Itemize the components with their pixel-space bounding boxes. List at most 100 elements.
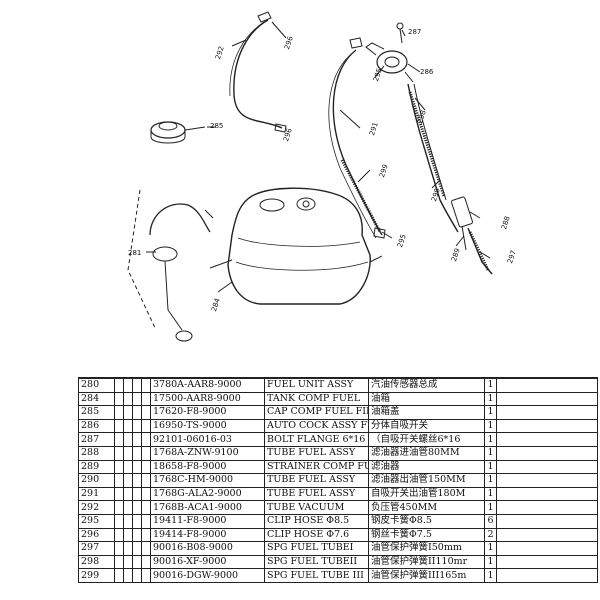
part-number-cell: 90016-DGW-9000 <box>150 568 265 583</box>
protection-spring-299 <box>340 159 382 233</box>
blank-cell <box>123 568 133 583</box>
quantity-cell: 1 <box>484 473 497 488</box>
blank-cell <box>114 500 124 515</box>
blank-cell <box>114 554 124 570</box>
blank-cell <box>141 541 151 556</box>
blank-cell <box>123 405 133 420</box>
blank-cell <box>141 405 151 420</box>
chinese-name-cell: （自吸开关螺丝6*16 <box>368 432 485 447</box>
english-name-cell: TUBE FUEL ASSY <box>264 473 369 488</box>
callout-281: 281 <box>128 249 142 257</box>
part-number-cell: 90016-XF-9000 <box>150 554 265 570</box>
blank-cell <box>141 554 151 570</box>
blank-cell <box>132 568 142 583</box>
part-number-cell: 16950-TS-9000 <box>150 418 265 434</box>
ref-number-cell: 289 <box>78 459 115 475</box>
blank-cell <box>141 418 151 434</box>
quantity-cell: 2 <box>484 527 497 543</box>
blank-cell <box>496 391 598 407</box>
callout-287: 287 <box>408 28 422 36</box>
blank-cell <box>496 459 598 475</box>
chinese-name-cell: 滤油器 <box>368 459 485 475</box>
flange-bolt-287 <box>396 22 404 30</box>
english-name-cell: STRAINER COMP FUE <box>264 459 369 475</box>
blank-cell <box>123 445 133 461</box>
fuel-unit-281 <box>149 203 211 236</box>
part-number-cell: 3780A-AAR8-9000 <box>150 378 265 393</box>
quantity-cell: 1 <box>484 432 497 447</box>
blank-cell <box>123 378 133 393</box>
blank-cell <box>114 459 124 475</box>
blank-cell <box>132 391 142 407</box>
quantity-cell: 1 <box>484 459 497 475</box>
blank-cell <box>496 500 598 515</box>
blank-cell <box>132 405 142 420</box>
hose-clip-295-top <box>349 37 363 49</box>
chinese-name-cell: 油箱盖 <box>368 405 485 420</box>
hose-clip-296-bottom <box>274 123 287 133</box>
english-name-cell: TUBE FUEL ASSY <box>264 486 369 502</box>
english-name-cell: CLIP HOSE Φ7.6 <box>264 527 369 543</box>
ref-number-cell: 292 <box>78 500 115 515</box>
english-name-cell: FUEL UNIT ASSY <box>264 378 369 393</box>
exploded-parts-diagram: 296 292 296 287 295 286 298 285 291 299 … <box>78 11 598 378</box>
blank-cell <box>114 527 124 543</box>
blank-cell <box>123 554 133 570</box>
ref-number-cell: 290 <box>78 473 115 488</box>
blank-cell <box>496 432 598 447</box>
quantity-cell: 1 <box>484 541 497 556</box>
blank-cell <box>132 445 142 461</box>
hose-clip-295-bottom <box>373 227 386 239</box>
ref-number-cell: 285 <box>78 405 115 420</box>
blank-cell <box>123 513 133 529</box>
ref-number-cell: 296 <box>78 527 115 543</box>
fuel-tank-284 <box>227 187 371 305</box>
quantity-cell: 6 <box>484 513 497 529</box>
blank-cell <box>123 391 133 407</box>
part-number-cell: 92101-06016-03 <box>150 432 265 447</box>
chinese-name-cell: 分体自吸开关 <box>368 418 485 434</box>
blank-cell <box>114 445 124 461</box>
ref-number-cell: 295 <box>78 513 115 529</box>
blank-cell <box>132 432 142 447</box>
blank-cell <box>141 459 151 475</box>
blank-cell <box>132 486 142 502</box>
quantity-cell: 1 <box>484 486 497 502</box>
chinese-name-cell: 油管保护弹簧III165m <box>368 568 485 583</box>
blank-cell <box>496 527 598 543</box>
blank-cell <box>132 473 142 488</box>
blank-cell <box>123 527 133 543</box>
part-number-cell: 19411-F8-9000 <box>150 513 265 529</box>
fuel-tube-290 <box>407 83 459 233</box>
blank-cell <box>496 445 598 461</box>
blank-cell <box>496 418 598 434</box>
chinese-name-cell: 油管保护弹簧II110mr <box>368 554 485 570</box>
blank-cell <box>123 500 133 515</box>
english-name-cell: SPG FUEL TUBE III <box>264 568 369 583</box>
blank-cell <box>132 527 142 543</box>
blank-cell <box>132 513 142 529</box>
blank-cell <box>114 391 124 407</box>
chinese-name-cell: 负压管450MM <box>368 500 485 515</box>
ref-number-cell: 287 <box>78 432 115 447</box>
blank-cell <box>132 554 142 570</box>
callout-286: 286 <box>420 68 434 76</box>
blank-cell <box>114 541 124 556</box>
blank-cell <box>141 432 151 447</box>
english-name-cell: CLIP HOSE Φ8.5 <box>264 513 369 529</box>
blank-cell <box>141 473 151 488</box>
quantity-cell: 1 <box>484 418 497 434</box>
ref-number-cell: 288 <box>78 445 115 461</box>
blank-cell <box>132 418 142 434</box>
vacuum-tube-292 <box>233 19 283 129</box>
quantity-cell: 1 <box>484 405 497 420</box>
part-number-cell: 1768C-HM-9000 <box>150 473 265 488</box>
blank-cell <box>141 500 151 515</box>
blank-cell <box>141 568 151 583</box>
